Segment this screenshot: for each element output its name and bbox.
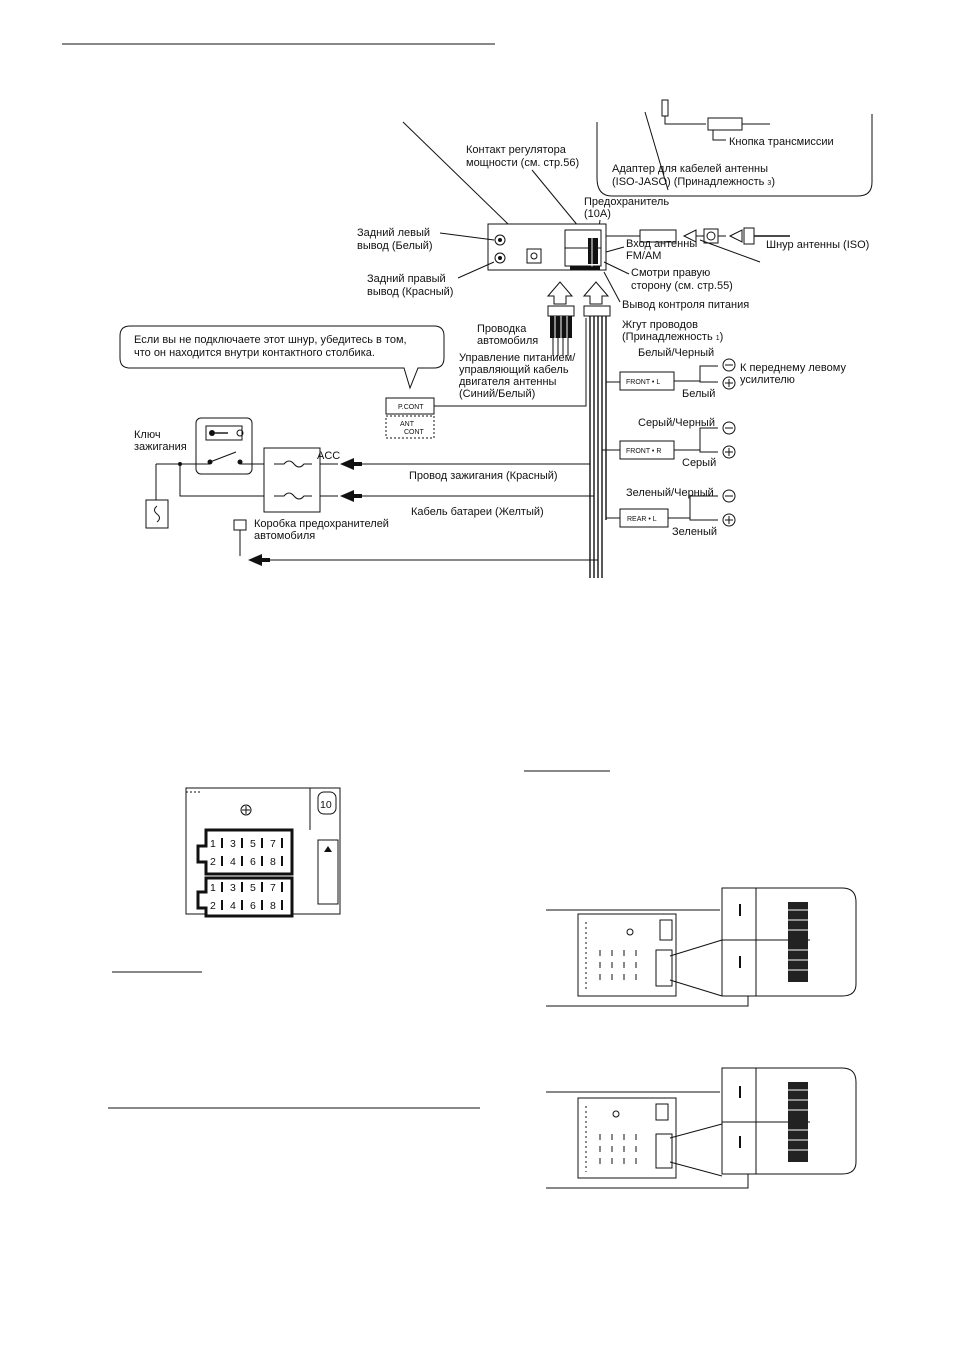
rear-l-box-label: REAR • L: [627, 516, 657, 523]
pin-label: 4: [230, 856, 236, 868]
antenna-adapter-label-1: Адаптер для кабелей антенны: [612, 163, 768, 175]
pin-label: 3: [230, 882, 236, 894]
pin-label: 7: [270, 838, 276, 850]
car-wiring-label-1: Проводка: [477, 323, 527, 335]
rear-right-label-2: вывод (Красный): [367, 286, 453, 298]
antenna-input-label-1: Вход антенны: [626, 238, 697, 250]
power-contact-label-1: Контакт регулятора: [466, 144, 567, 156]
pin-label: 2: [210, 900, 216, 912]
green-label: Зеленый: [672, 526, 717, 538]
power-control-label-3: двигателя антенны: [459, 376, 557, 388]
callout-box: Если вы не подключаете этот шнур, убедит…: [119, 325, 445, 390]
rear-right-label-1: Задний правый: [367, 273, 446, 285]
antenna-cord-label: Шнур антенны (ISO): [766, 239, 869, 251]
ignition-switch: [145, 417, 278, 529]
pin-grid: 1 3 5 7 2 4 6 8 1 3 5 7 2 4 6 8: [210, 838, 283, 912]
pin-label: 5: [250, 882, 256, 894]
speaker-rear-left: REAR • L Зеленый/Черный Зеленый: [605, 480, 736, 538]
pin-label: 5: [250, 838, 256, 850]
ant-cont-label-1: ANT: [400, 421, 415, 428]
power-control-label-1: Управление питанием/: [459, 352, 576, 364]
gray-black-label: Серый/Черный: [638, 417, 715, 429]
rear-left-label-1: Задний левый: [357, 227, 430, 239]
pin-label: 4: [230, 900, 236, 912]
harness-label-2: (Принадлежность: [622, 331, 713, 343]
car-wiring-label-2: автомобиля: [477, 335, 538, 347]
speaker-front-left: FRONT • L Белый/Черный Белый К переднему…: [605, 347, 846, 400]
p-cont-label: P.CONT: [398, 404, 424, 411]
callout-text-1: Если вы не подключаете этот шнур, убедит…: [134, 334, 407, 346]
fuse-label-2: (10A): [584, 208, 611, 220]
p-cont-terminal: P.CONT ANT CONT: [385, 318, 587, 439]
see-right-label-2: сторону (см. стр.55): [631, 280, 733, 292]
car-wiring-connector: [547, 305, 575, 356]
callout-text-2: что он находится внутри контактного стол…: [134, 347, 375, 359]
ignition-key-label-1: Ключ: [134, 429, 161, 441]
gray-label: Серый: [682, 457, 716, 469]
power-control-label-4: (Синий/Белый): [459, 388, 535, 400]
accessory-number-3: 3: [767, 180, 771, 187]
pin-label: 8: [270, 900, 276, 912]
green-black-label: Зеленый/Черный: [626, 487, 714, 499]
connector-pinout: 10: [185, 787, 341, 918]
ignition-wire-label: Провод зажигания (Красный): [409, 470, 558, 482]
fuse-box-label-2: автомобиля: [254, 530, 315, 542]
car-fuse-box: [233, 519, 598, 566]
fuse-block: [263, 447, 321, 513]
front-left-amp-label-2: усилителю: [740, 374, 795, 386]
transmit-button-label: Кнопка трансмиссии: [729, 136, 834, 148]
detail-view-1: [546, 887, 857, 1007]
head-unit: [487, 223, 607, 271]
pin-label: 2: [210, 856, 216, 868]
antenna-input-label-2: FM/AM: [626, 250, 661, 262]
fuse-label-1: Предохранитель: [584, 196, 669, 208]
antenna-adapter-block: Кнопка трансмиссии Адаптер для кабелей а…: [596, 99, 873, 197]
harness-connector: [583, 305, 611, 578]
ignition-key-label-2: зажигания: [134, 441, 187, 453]
connector-arrows: [546, 281, 610, 305]
see-right-label-1: Смотри правую: [631, 267, 710, 279]
front-left-amp-label-1: К переднему левому: [740, 362, 846, 374]
power-contact-label-2: мощности (см. стр.56): [466, 157, 579, 169]
speaker-front-right: FRONT • R Серый/Черный Серый: [601, 417, 736, 469]
pin-label: 6: [250, 856, 256, 868]
antenna-adapter-label-2: (ISO-JASO) (Принадлежность: [612, 176, 765, 188]
fuse-value-label: 10: [320, 799, 332, 811]
antenna-plug: [606, 227, 790, 263]
battery-cable-label: Кабель батареи (Желтый): [411, 506, 544, 518]
white-black-label: Белый/Черный: [638, 347, 714, 359]
fuse-box-label-1: Коробка предохранителей: [254, 518, 389, 530]
power-control-label-2: управляющий кабель: [459, 364, 569, 376]
front-l-box-label: FRONT • L: [626, 379, 660, 386]
accessory-number-1: 1: [716, 335, 720, 342]
pin-label: 6: [250, 900, 256, 912]
ant-cont-label-2: CONT: [404, 429, 425, 436]
battery-cable: [320, 490, 594, 502]
detail-view-2: [546, 1067, 857, 1189]
front-r-box-label: FRONT • R: [626, 448, 661, 455]
pin-label: 7: [270, 882, 276, 894]
harness-label-1: Жгут проводов: [622, 319, 698, 331]
acc-label: ACC: [317, 450, 340, 462]
pin-label: 3: [230, 838, 236, 850]
white-label: Белый: [682, 388, 715, 400]
rear-left-label-2: вывод (Белый): [357, 240, 433, 252]
ignition-wire: [320, 440, 591, 470]
pin-label: 1: [210, 838, 216, 850]
pin-label: 8: [270, 856, 276, 868]
power-monitor-label: Вывод контроля питания: [622, 299, 749, 311]
pin-label: 1: [210, 882, 216, 894]
